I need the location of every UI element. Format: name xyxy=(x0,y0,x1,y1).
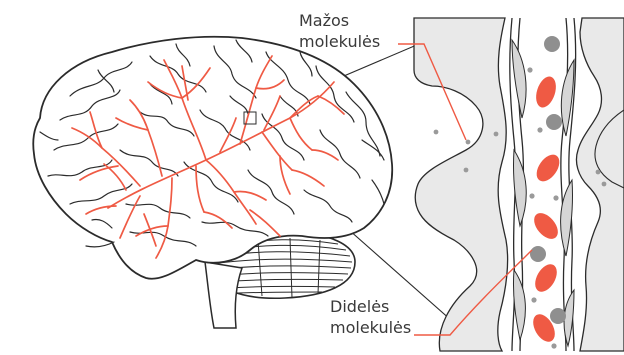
small-molecule xyxy=(531,297,536,302)
red-blood-cell xyxy=(532,74,559,110)
barrier-zoom-view xyxy=(414,18,624,351)
large-molecules-label-line1: Didelės xyxy=(330,296,389,317)
large-molecule xyxy=(546,114,562,130)
brainstem xyxy=(205,262,242,328)
small-molecule xyxy=(537,127,542,132)
small-molecule xyxy=(551,343,556,348)
small-molecule xyxy=(434,130,439,135)
red-blood-cell xyxy=(531,261,562,296)
small-molecule xyxy=(602,182,607,187)
small-molecules-label-line1: Mažos xyxy=(299,10,349,31)
small-molecule xyxy=(494,132,499,137)
endothelial-cell-left xyxy=(512,40,526,340)
small-molecules-label-line2: molekulės xyxy=(299,31,380,52)
red-blood-cells xyxy=(529,74,564,345)
large-molecule xyxy=(530,246,546,262)
large-molecule xyxy=(550,308,566,324)
small-molecule xyxy=(464,168,469,173)
small-molecule xyxy=(466,140,471,145)
large-molecules-label-line2: molekulės xyxy=(330,317,411,338)
endothelial-cell-right xyxy=(561,60,574,346)
red-blood-cell xyxy=(529,209,562,244)
red-blood-cell xyxy=(532,151,564,186)
small-molecule xyxy=(527,67,532,72)
brain xyxy=(33,37,392,328)
left-cell xyxy=(414,18,508,351)
small-molecule xyxy=(553,195,558,200)
small-molecule xyxy=(529,193,534,198)
large-molecule xyxy=(544,36,560,52)
small-molecule xyxy=(596,170,601,175)
